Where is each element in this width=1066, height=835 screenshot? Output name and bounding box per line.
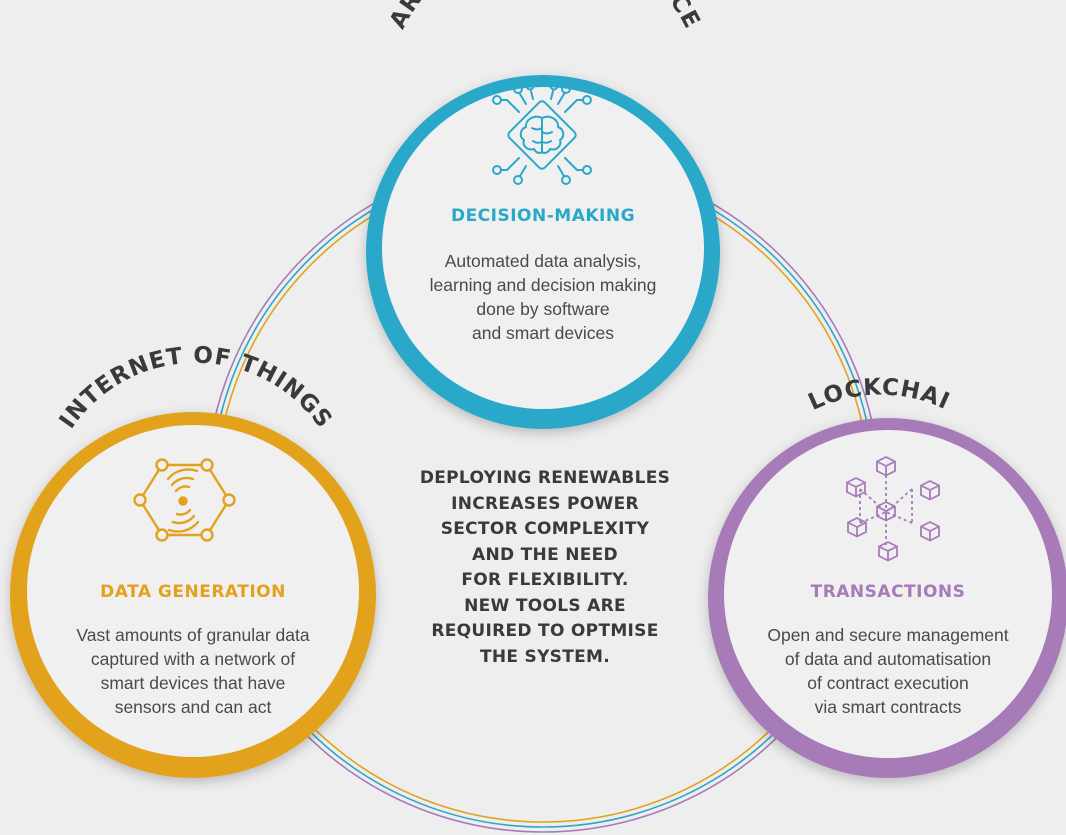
sensor-network-icon — [133, 458, 236, 542]
blockchain-description-line: of contract execution — [807, 673, 969, 693]
ai-arc-label: ARTIFICIAL INTELLIGENCE — [385, 0, 705, 33]
ai-description-line: done by software — [476, 299, 610, 319]
iot-description-line: sensors and can act — [114, 697, 272, 717]
center-statement-line: SECTOR COMPLEXITY — [440, 519, 650, 539]
brain-chip-icon — [492, 81, 592, 185]
ai-description-line: learning and decision making — [429, 275, 657, 295]
iot-node — [10, 412, 376, 778]
blockchain-description-line: of data and automatisation — [784, 649, 992, 669]
blockchain-cubes-icon — [846, 456, 940, 562]
blockchain-description-line: Open and secure management — [767, 625, 1009, 645]
ai-node — [366, 75, 720, 429]
ai-circle-face — [382, 87, 704, 409]
iot-circle-face — [27, 425, 359, 757]
center-statement-line: REQUIRED TO OPTMISE — [431, 621, 659, 641]
iot-node-description: Vast amounts of granular data captured w… — [18, 623, 368, 719]
center-statement-line: NEW TOOLS ARE — [464, 595, 626, 616]
iot-description-line: smart devices that have — [100, 673, 286, 693]
blockchain-description-line: via smart contracts — [814, 697, 962, 717]
iot-description-line: Vast amounts of granular data — [76, 625, 310, 645]
ai-node-title: DECISION-MAKING — [450, 206, 636, 226]
center-statement: DEPLOYING RENEWABLES INCREASES POWER SEC… — [370, 466, 720, 670]
center-statement-line: AND THE NEED — [472, 544, 618, 565]
blockchain-node — [708, 418, 1066, 778]
iot-node-title: DATA GENERATION — [100, 582, 286, 602]
center-statement-line: FOR FLEXIBILITY. — [461, 570, 629, 590]
iot-description-line: captured with a network of — [90, 649, 296, 669]
ai-description-line: and smart devices — [471, 323, 614, 343]
blockchain-node-description: Open and secure management of data and a… — [718, 623, 1058, 719]
center-statement-line: DEPLOYING RENEWABLES — [419, 468, 671, 488]
center-statement-line: INCREASES POWER — [451, 493, 639, 514]
center-statement-line: THE SYSTEM. — [479, 646, 611, 667]
blockchain-node-title: TRANSACTIONS — [810, 582, 966, 602]
blockchain-circle-face — [724, 430, 1052, 758]
ai-description-line: Automated data analysis, — [444, 251, 642, 271]
ai-node-description: Automated data analysis, learning and de… — [373, 249, 713, 345]
